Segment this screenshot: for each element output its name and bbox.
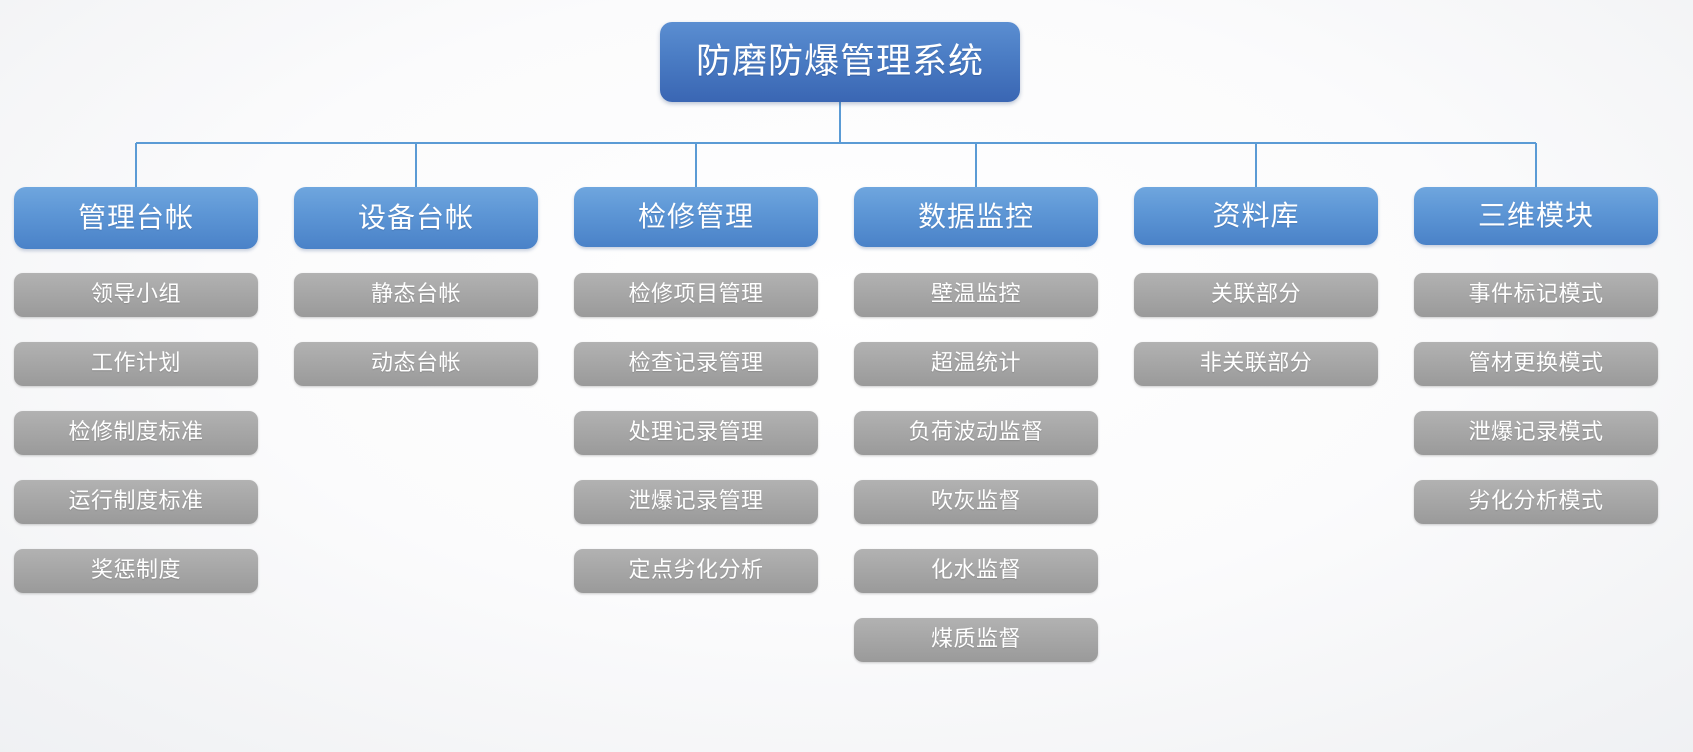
list-item[interactable]: 运行制度标准 (14, 480, 258, 524)
branch-node-4-label: 数据监控 (917, 200, 1034, 233)
leaf-label: 处理记录管理 (628, 420, 764, 445)
leaf-label: 检修项目管理 (628, 282, 764, 307)
leaf-label: 定点劣化分析 (628, 558, 764, 583)
branch-node-2-label: 设备台帐 (357, 201, 474, 234)
leaf-label: 泄爆记录管理 (628, 489, 764, 514)
list-item[interactable]: 检查记录管理 (574, 342, 818, 386)
leaf-label: 煤质监督 (930, 627, 1021, 652)
list-item[interactable]: 化水监督 (854, 549, 1098, 593)
branch-node-6-label: 三维模块 (1477, 199, 1594, 232)
leaf-label: 静态台帐 (370, 282, 461, 307)
leaf-label: 奖惩制度 (90, 558, 181, 583)
list-item[interactable]: 动态台帐 (294, 342, 538, 386)
list-item[interactable]: 负荷波动监督 (854, 411, 1098, 455)
column-shuju-jiankong: 数据监控 壁温监控 超温统计 负荷波动监督 吹灰监督 化水监督 煤质监督 (854, 187, 1098, 662)
branch-node-5-label: 资料库 (1212, 199, 1300, 232)
leaf-label: 工作计划 (90, 351, 181, 376)
branch-node-5[interactable]: 资料库 (1134, 187, 1378, 245)
branch-node-3-label: 检修管理 (637, 200, 754, 233)
branch-node-6[interactable]: 三维模块 (1414, 187, 1658, 245)
column-shebei-taizhang: 设备台帐 静态台帐 动态台帐 (294, 187, 538, 386)
leaf-label: 劣化分析模式 (1468, 489, 1604, 514)
leaf-label: 动态台帐 (370, 351, 461, 376)
column-ziliaoku: 资料库 关联部分 非关联部分 (1134, 187, 1378, 386)
leaf-label: 非关联部分 (1199, 351, 1313, 376)
list-item[interactable]: 工作计划 (14, 342, 258, 386)
leaf-label: 检查记录管理 (628, 351, 764, 376)
list-item[interactable]: 吹灰监督 (854, 480, 1098, 524)
list-item[interactable]: 检修项目管理 (574, 273, 818, 317)
leaf-label: 关联部分 (1210, 282, 1301, 307)
list-item[interactable]: 劣化分析模式 (1414, 480, 1658, 524)
leaf-label: 事件标记模式 (1468, 282, 1604, 307)
leaf-label: 化水监督 (930, 558, 1021, 583)
list-item[interactable]: 煤质监督 (854, 618, 1098, 662)
list-item[interactable]: 检修制度标准 (14, 411, 258, 455)
list-item[interactable]: 关联部分 (1134, 273, 1378, 317)
list-item[interactable]: 管材更换模式 (1414, 342, 1658, 386)
list-item[interactable]: 泄爆记录管理 (574, 480, 818, 524)
leaf-label: 壁温监控 (930, 282, 1021, 307)
list-item[interactable]: 超温统计 (854, 342, 1098, 386)
branch-node-3[interactable]: 检修管理 (574, 187, 818, 247)
root-node-label: 防磨防爆管理系统 (695, 41, 984, 82)
list-item[interactable]: 事件标记模式 (1414, 273, 1658, 317)
branch-node-2[interactable]: 设备台帐 (294, 187, 538, 249)
column-sanwei-mokuai: 三维模块 事件标记模式 管材更换模式 泄爆记录模式 劣化分析模式 (1414, 187, 1658, 524)
branch-node-1-label: 管理台帐 (77, 201, 194, 234)
column-guanli-taizhang: 管理台帐 领导小组 工作计划 检修制度标准 运行制度标准 奖惩制度 (14, 187, 258, 593)
leaf-label: 管材更换模式 (1468, 351, 1604, 376)
leaf-label: 负荷波动监督 (908, 420, 1044, 445)
list-item[interactable]: 奖惩制度 (14, 549, 258, 593)
branch-node-4[interactable]: 数据监控 (854, 187, 1098, 247)
leaf-label: 运行制度标准 (68, 489, 204, 514)
leaf-label: 超温统计 (930, 351, 1021, 376)
list-item[interactable]: 非关联部分 (1134, 342, 1378, 386)
list-item[interactable]: 领导小组 (14, 273, 258, 317)
list-item[interactable]: 定点劣化分析 (574, 549, 818, 593)
list-item[interactable]: 处理记录管理 (574, 411, 818, 455)
list-item[interactable]: 壁温监控 (854, 273, 1098, 317)
leaf-label: 检修制度标准 (68, 420, 204, 445)
list-item[interactable]: 泄爆记录模式 (1414, 411, 1658, 455)
root-node[interactable]: 防磨防爆管理系统 (660, 22, 1020, 102)
list-item[interactable]: 静态台帐 (294, 273, 538, 317)
column-jianxiu-guanli: 检修管理 检修项目管理 检查记录管理 处理记录管理 泄爆记录管理 定点劣化分析 (574, 187, 818, 593)
leaf-label: 吹灰监督 (930, 489, 1021, 514)
leaf-label: 泄爆记录模式 (1468, 420, 1604, 445)
leaf-label: 领导小组 (90, 282, 181, 307)
branch-node-1[interactable]: 管理台帐 (14, 187, 258, 249)
